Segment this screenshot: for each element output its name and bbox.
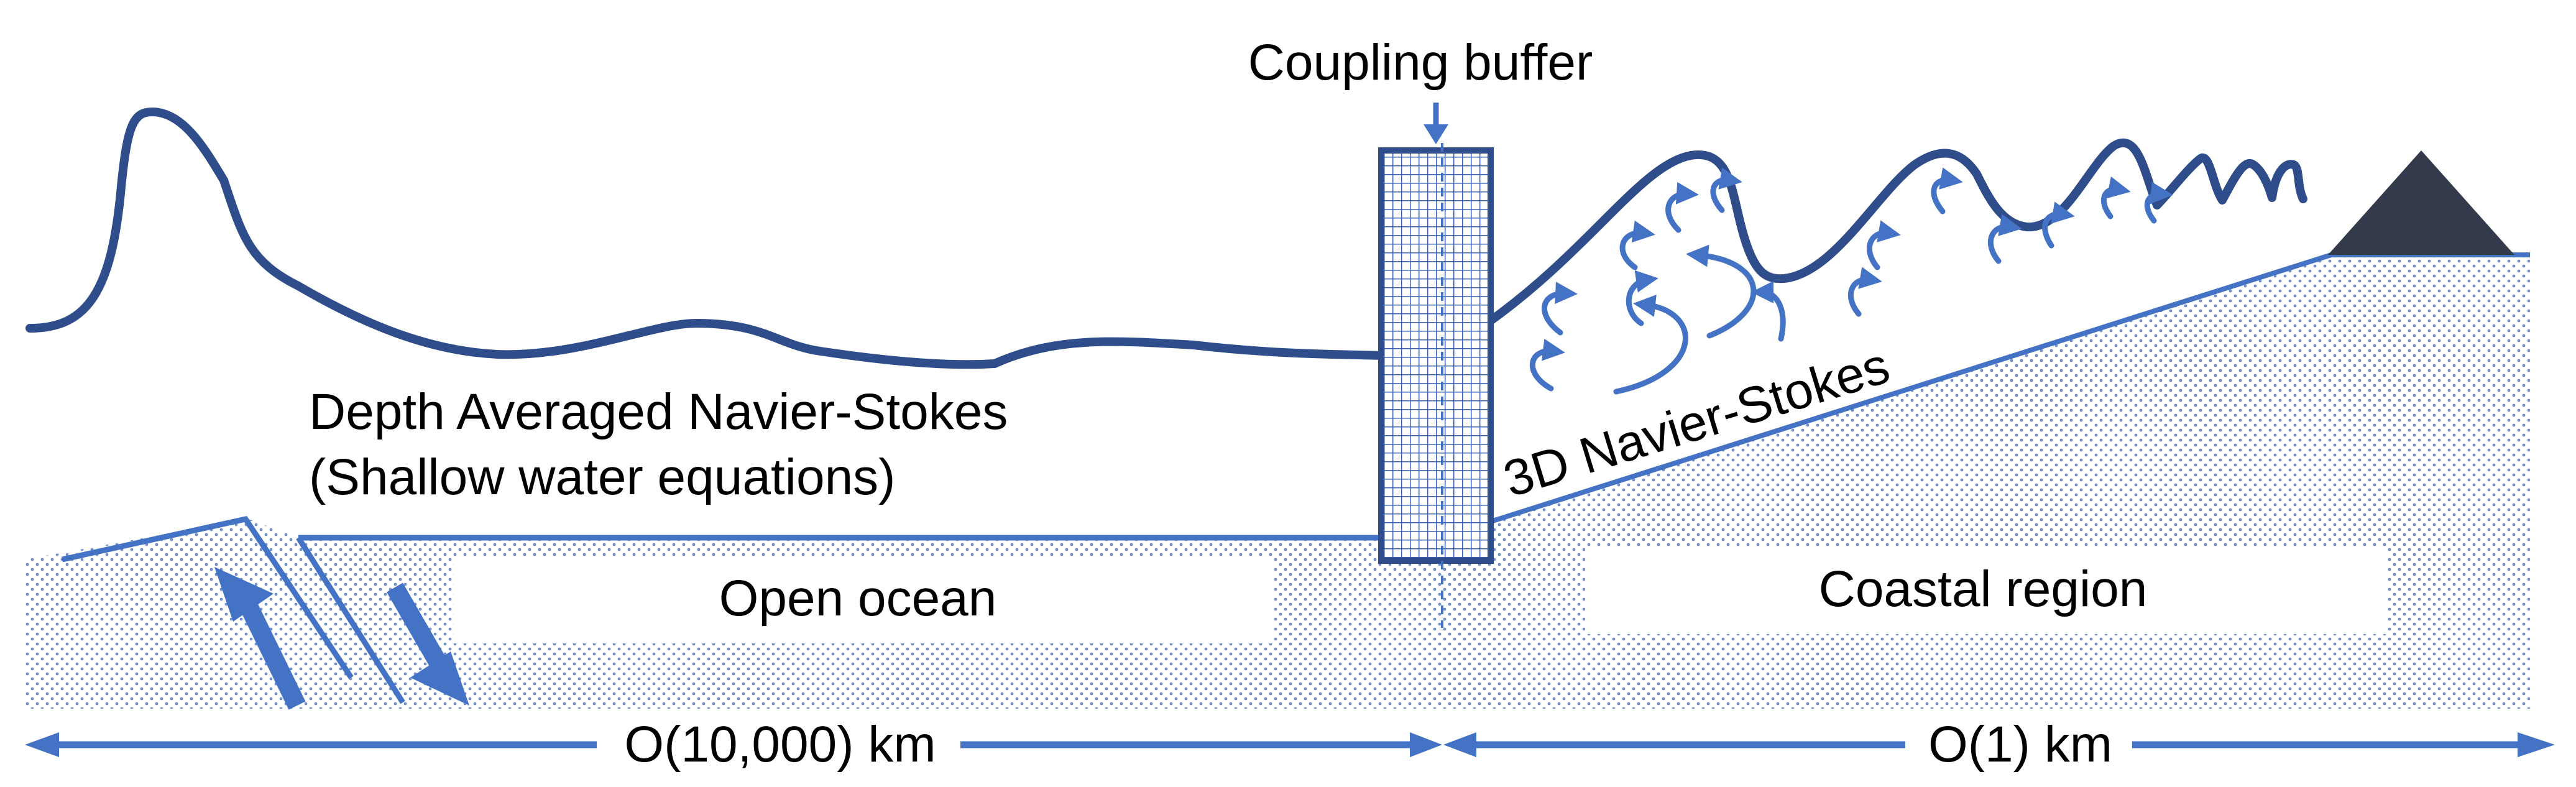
open-ocean-label: Open ocean [719,570,997,627]
scale-arrow-left [25,732,1442,757]
scale-right-label: O(1) km [1928,716,2112,773]
coupling-buffer-label: Coupling buffer [1248,34,1593,91]
coastal-region-label: Coastal region [1819,561,2148,617]
coastal-region-label-box [1585,547,2387,634]
coastal-breaking-waves [1484,138,2307,326]
coastal-mountain [2328,150,2514,255]
fault-lines [62,515,405,704]
subsidence-arrow [387,582,469,706]
depth-averaged-label: Depth Averaged Navier-Stokes [309,384,1008,440]
open-ocean-label-box [454,556,1274,643]
coupling-buffer-pointer [1424,103,1448,144]
coupling-buffer-grid [1378,147,1494,564]
shallow-water-label: (Shallow water equations) [309,449,895,505]
ocean-wave-surface [25,107,1391,369]
turbulence-arrows [1530,167,2173,395]
scale-left-label: O(10,000) km [624,716,936,773]
uplift-arrow [214,567,306,710]
scale-arrow-right [1443,732,2555,757]
coastal-seafloor [1442,255,2530,709]
